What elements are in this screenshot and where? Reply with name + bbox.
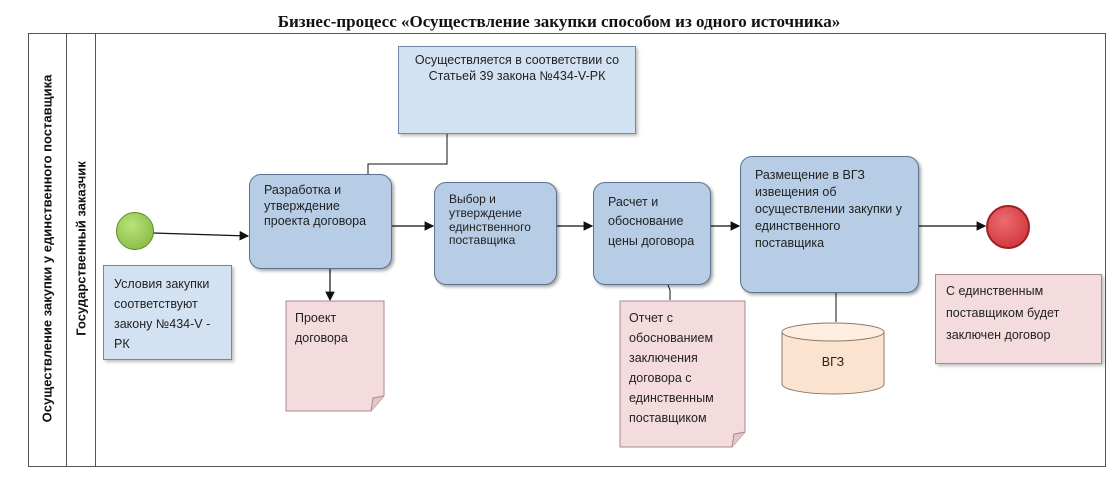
lane-header: Государственный заказчик bbox=[67, 33, 96, 467]
document-contract-draft: Проект договора bbox=[285, 300, 385, 412]
document-contract-draft-label: Проект договора bbox=[295, 311, 348, 345]
pool bbox=[28, 33, 1106, 467]
document-icon bbox=[285, 300, 385, 412]
task-calculate-price: Расчет и обоснование цены договора bbox=[593, 182, 711, 285]
task-publish-notice: Размещение в ВГЗ извещения об осуществле… bbox=[740, 156, 919, 293]
pool-header: Осуществление закупки у единственного по… bbox=[28, 33, 67, 467]
end-event bbox=[986, 205, 1030, 249]
start-condition-note: Условия закупки соответствуют закону №43… bbox=[103, 265, 232, 360]
document-justification-report: Отчет с обоснованием заключения договора… bbox=[619, 300, 746, 448]
assoc-task3-to-doc2 bbox=[667, 284, 671, 300]
task-draft-contract: Разработка и утверждение проекта договор… bbox=[249, 174, 392, 269]
task-select-supplier: Выбор и утверждение единственного постав… bbox=[434, 182, 557, 285]
datastore-vgz: ВГЗ bbox=[781, 322, 885, 396]
start-event bbox=[116, 212, 154, 250]
datastore-label: ВГЗ bbox=[821, 355, 845, 369]
end-result-note: С единственным поставщиком будет заключе… bbox=[935, 274, 1102, 364]
document-icon bbox=[619, 300, 746, 448]
diagram-title: Бизнес-процесс «Осуществление закупки сп… bbox=[277, 12, 841, 31]
database-icon bbox=[781, 322, 885, 395]
annotation-link bbox=[367, 134, 448, 174]
annotation-law-note: Осуществляется в соответствии со Статьей… bbox=[398, 46, 636, 134]
flow-start-to-task1 bbox=[152, 230, 250, 241]
document-justification-report-label: Отчет с обоснованием заключения договора… bbox=[629, 311, 714, 425]
